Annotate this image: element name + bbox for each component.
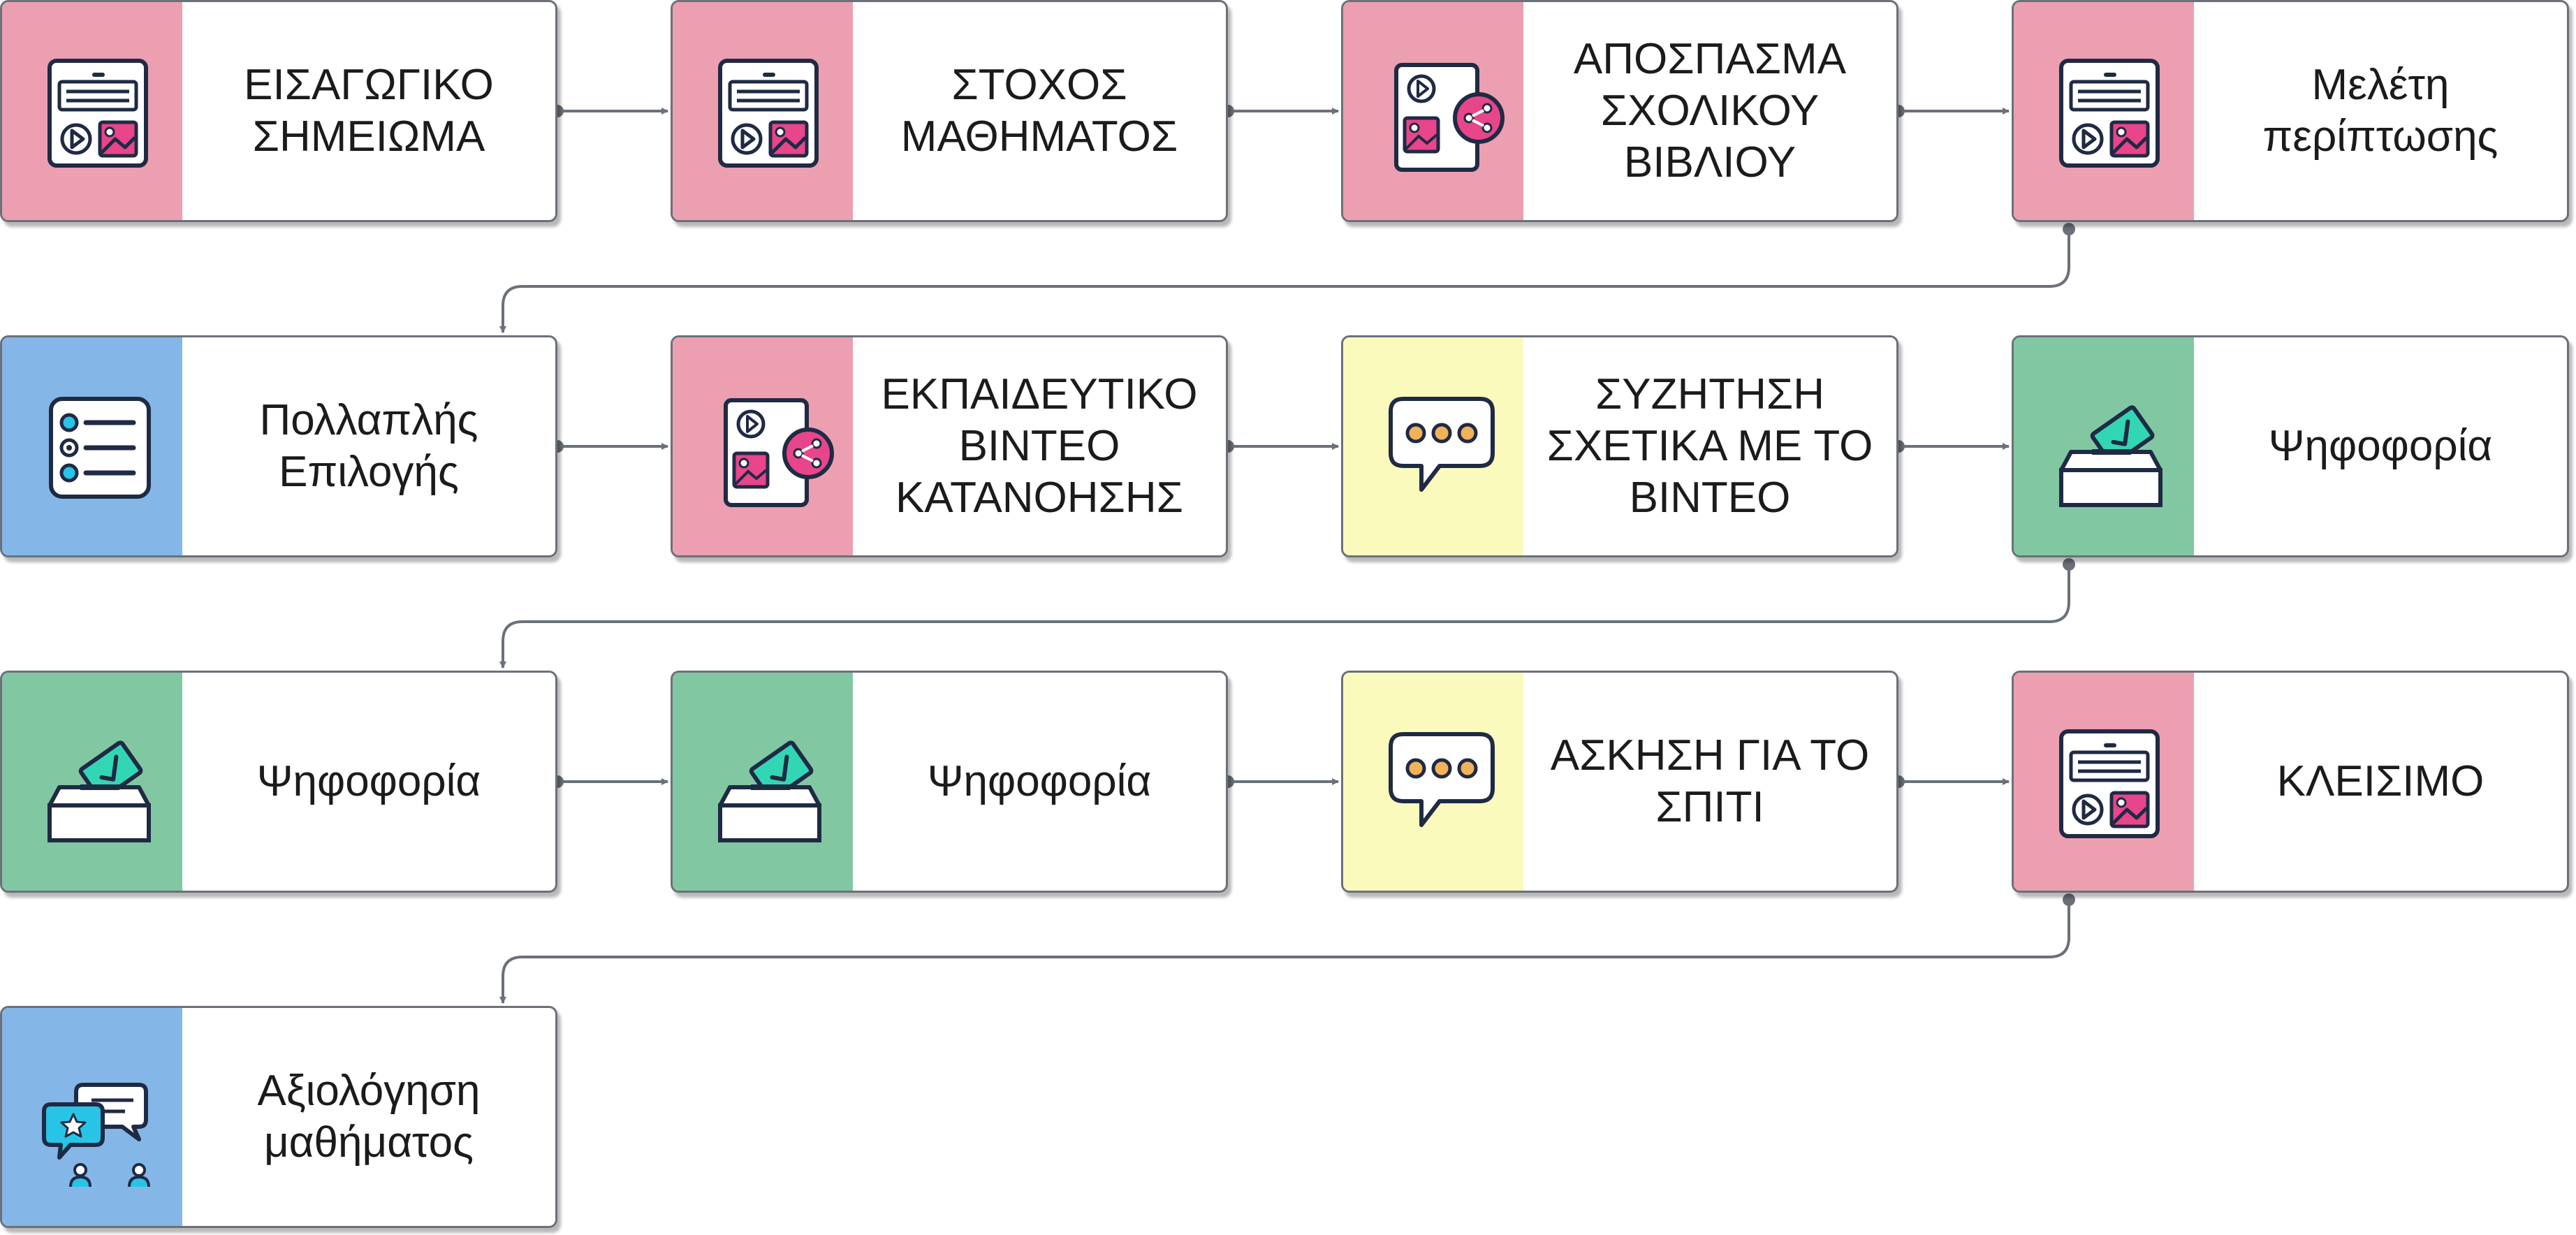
connector-dot [2063,893,2075,906]
step-card-intro-note[interactable]: ΕΙΣΑΓΩΓΙΚΟ ΣΗΜΕΙΩΜΑ [0,0,557,222]
step-card-lesson-evaluation[interactable]: Αξιολόγηση μαθήματος [0,1006,557,1228]
step-band [2014,337,2194,555]
step-band [2,1008,182,1226]
step-card-multiple-choice[interactable]: Πολλαπλής Επιλογής [0,335,557,557]
ballot-box-icon [718,740,821,842]
step-band [2,673,182,891]
step-card-poll-2[interactable]: Ψηφοφορία [0,671,557,893]
step-band [673,337,853,555]
step-card-poll-1[interactable]: Ψηφοφορία [2012,335,2569,557]
step-card-video-discussion[interactable]: ΣΥΖΗΤΗΣΗ ΣΧΕΤΙΚΑ ΜΕ ΤΟ ΒΙΝΤΕΟ [1341,335,1898,557]
document-media-icon [2059,729,2160,838]
step-label: ΑΠΟΣΠΑΣΜΑ ΣΧΟΛΙΚΟΥ ΒΙΒΛΙΟΥ [1573,35,1847,187]
step-label: Πολλαπλής Επιλογής [259,396,478,496]
connector-arrow [499,229,2070,333]
feedback-chat-icon [42,1083,150,1188]
document-media-icon [47,59,148,168]
step-band [1343,673,1523,891]
step-band [673,673,853,891]
step-label: Αξιολόγηση μαθήματος [257,1067,481,1167]
step-label: ΣΤΟΧΟΣ ΜΑΘΗΜΑΤΟΣ [900,61,1178,161]
share-media-icon [724,398,834,507]
step-label: ΕΙΣΑΓΩΓΙΚΟ ΣΗΜΕΙΩΜΑ [244,61,494,161]
step-card-case-study[interactable]: Μελέτη περίπτωσης [2012,0,2569,222]
step-band [2,337,182,555]
step-card-closing[interactable]: ΚΛΕΙΣΙΜΟ [2012,671,2569,893]
step-band [1343,2,1523,220]
connector-arrow [499,900,2070,1004]
share-media-icon [1394,63,1505,172]
step-band [2,2,182,220]
connector-dot [2063,223,2075,235]
step-card-homework[interactable]: ΑΣΚΗΣΗ ΓΙΑ ΤΟ ΣΠΙΤΙ [1341,671,1898,893]
step-label: ΕΚΠΑΙΔΕΥΤΙΚΟ ΒΙΝΤΕΟ ΚΑΤΑΝΟΗΣΗΣ [881,370,1198,522]
step-label: Ψηφοφορία [256,757,481,805]
document-media-icon [718,59,819,168]
step-card-educational-video[interactable]: ΕΚΠΑΙΔΕΥΤΙΚΟ ΒΙΝΤΕΟ ΚΑΤΑΝΟΗΣΗΣ [671,335,1228,557]
step-label: ΣΥΖΗΤΗΣΗ ΣΧΕΤΙΚΑ ΜΕ ΤΟ ΒΙΝΤΕΟ [1546,370,1873,522]
step-label: ΑΣΚΗΣΗ ΓΙΑ ΤΟ ΣΠΙΤΙ [1550,731,1870,831]
step-label: ΚΛΕΙΣΙΜΟ [2276,757,2484,805]
chat-bubble-icon [1389,397,1495,492]
checklist-icon [49,397,151,499]
step-label: Ψηφοφορία [2268,422,2493,470]
step-card-lesson-goal[interactable]: ΣΤΟΧΟΣ ΜΑΘΗΜΑΤΟΣ [671,0,1228,222]
step-band [2014,673,2194,891]
connector-dot [2063,558,2075,571]
step-label: Ψηφοφορία [927,757,1152,805]
step-card-textbook-excerpt[interactable]: ΑΠΟΣΠΑΣΜΑ ΣΧΟΛΙΚΟΥ ΒΙΒΛΙΟΥ [1341,0,1898,222]
step-band [673,2,853,220]
connector-arrow [499,564,2070,668]
step-label: Μελέτη περίπτωσης [2262,61,2498,161]
step-card-poll-3[interactable]: Ψηφοφορία [671,671,1228,893]
ballot-box-icon [2059,405,2162,507]
step-band [2014,2,2194,220]
document-media-icon [2059,59,2160,168]
ballot-box-icon [47,740,151,842]
chat-bubble-icon [1389,732,1495,827]
step-band [1343,337,1523,555]
